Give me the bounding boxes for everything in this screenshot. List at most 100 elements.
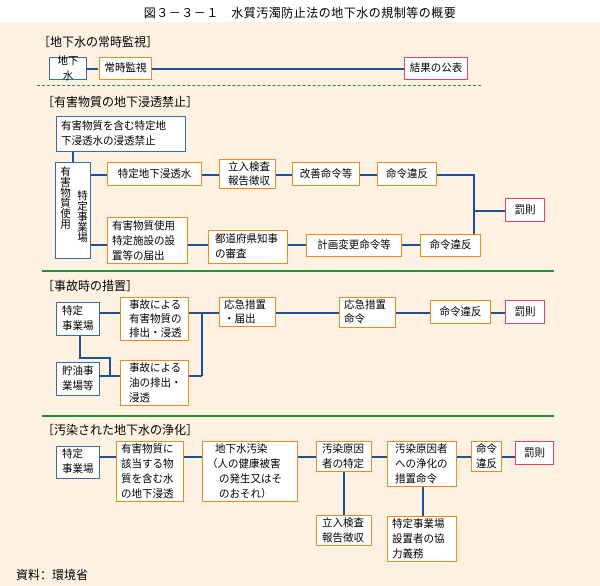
connector	[91, 244, 107, 246]
box-line: への浄化の	[395, 458, 448, 470]
connector	[109, 357, 111, 376]
box-line: 命令	[344, 313, 365, 325]
emergency-order-box: 応急措置 命令	[339, 297, 396, 328]
section-divider	[42, 415, 554, 417]
box-line: 力義務	[392, 548, 424, 560]
box-line: 特定	[62, 305, 83, 317]
purification-inspection-box: 立入検査 報告徴収	[316, 515, 372, 546]
connector	[456, 456, 472, 458]
section-heading-accident: ［事故時の措置］	[42, 279, 139, 293]
connector	[422, 486, 424, 516]
violation-box-2: 命令違反	[420, 234, 481, 257]
contamination-box: 地下水汚染 （人の健康被害 の発生又はそ のおそれ）	[202, 441, 298, 502]
prefecture-review-box: 都道府県知事 の審査	[208, 230, 288, 264]
improvement-order-box: 改善命令等	[292, 162, 360, 186]
section-heading-monitoring: ［地下水の常時監視］	[38, 35, 159, 49]
box-line: 汚染原因者	[395, 443, 448, 455]
connector	[202, 174, 219, 176]
section-heading-infiltration-ban: ［有害物質の地下浸透禁止］	[42, 95, 199, 109]
connector	[297, 456, 316, 458]
connector	[86, 68, 98, 70]
box-line: 有害物質を含む特定地	[61, 120, 166, 132]
box-line: （人の健康被害	[207, 458, 281, 470]
connector	[189, 375, 202, 377]
box-line: 者の特定	[322, 458, 364, 470]
box-line: 報告徴収	[322, 532, 364, 544]
connector	[152, 68, 404, 70]
inspection-box: 立入検査 報告徴収	[219, 159, 276, 189]
box-line: 立入検査	[228, 161, 270, 173]
notification-box: 有害物質使用 特定施設の設 置等の届出	[107, 217, 188, 264]
plan-change-order-box: 計画変更命令等	[306, 234, 402, 257]
section-divider	[37, 85, 481, 86]
connector	[343, 471, 345, 515]
connector	[360, 174, 377, 176]
penalty-box: 罰則	[505, 198, 545, 222]
emergency-measures-box: 応急措置 ・届出	[219, 297, 276, 327]
section-divider	[42, 270, 554, 272]
box-line: のおそれ）	[219, 488, 272, 500]
connector	[437, 174, 474, 176]
oil-site-box: 貯油事 業場等	[56, 362, 100, 396]
constant-monitoring-box: 常時監視	[99, 57, 152, 80]
connector	[402, 244, 420, 246]
box-line: 貯油事	[62, 365, 94, 377]
box-line: 措置命令	[395, 473, 437, 485]
section-heading-purification: ［汚染された地下水の浄化］	[42, 423, 199, 437]
box-line: 有害物質使用	[112, 220, 175, 232]
connector	[79, 336, 81, 358]
box-line: 特定	[62, 448, 83, 460]
infiltration-box: 有害物質に 該当する物 質を含む水 の地下浸透	[116, 441, 184, 502]
connector	[371, 456, 388, 458]
oil-discharge-box: 事故による 油の排出・ 浸透	[120, 360, 189, 406]
purification-violation-box: 命令 違反	[471, 441, 502, 472]
connector	[72, 152, 74, 165]
connector	[91, 174, 107, 176]
connector	[100, 375, 120, 377]
groundwater-box: 地下水	[49, 55, 87, 82]
box-line: 排出・浸透	[129, 327, 182, 339]
connector	[288, 244, 306, 246]
box-line: 下浸透水の浸透禁止	[61, 135, 156, 147]
box-line: の審査	[215, 248, 247, 260]
box-line: 業場等	[62, 380, 94, 392]
box-line: 事故による	[129, 299, 182, 311]
connector	[395, 312, 431, 314]
specified-water-box: 特定地下浸透水	[107, 162, 202, 186]
connector	[188, 244, 208, 246]
box-line: 置等の届出	[112, 250, 165, 262]
box-line: 事業場	[62, 320, 94, 332]
publish-results-box: 結果の公表	[404, 57, 468, 80]
connector	[490, 312, 505, 314]
purification-penalty-box: 罰則	[515, 441, 554, 465]
box-line: 地下水汚染	[215, 443, 268, 455]
box-line: の発生又はそ	[219, 473, 282, 485]
connector	[79, 357, 110, 359]
box-line: 設置者の協	[392, 533, 445, 545]
connector	[275, 312, 339, 314]
box-line: 特定施設の設	[112, 235, 175, 247]
specified-site-box: 特定 事業場	[56, 302, 100, 336]
box-line: 浸透	[129, 392, 150, 404]
connector	[276, 174, 292, 176]
cooperation-box: 特定事業場 設置者の協 力義務	[387, 516, 457, 562]
box-line: 違反	[476, 458, 497, 470]
connector	[100, 456, 116, 458]
box-line: 事故による	[129, 362, 182, 374]
box-line: 応急措置	[224, 299, 266, 311]
box-line: 立入検査	[322, 517, 364, 529]
connector	[100, 312, 120, 314]
box-line: の地下浸透	[121, 488, 174, 500]
hazardous-discharge-box: 事故による 有害物質の 排出・浸透	[120, 297, 189, 341]
facility-box: 有害物質使用 特定事業場	[55, 162, 91, 259]
box-line: ・届出	[224, 313, 256, 325]
connector	[473, 174, 475, 244]
accident-violation-box: 命令違反	[430, 300, 491, 324]
box-line: 事業場	[62, 463, 94, 475]
box-line: 汚染原因	[322, 443, 364, 455]
box-line: 報告徴収	[228, 175, 270, 187]
infiltration-ban-box: 有害物質を含む特定地 下浸透水の浸透禁止	[56, 116, 186, 152]
box-line: 特定事業場	[392, 518, 445, 530]
identify-cause-box: 汚染原因 者の特定	[316, 441, 372, 472]
connector	[183, 456, 202, 458]
